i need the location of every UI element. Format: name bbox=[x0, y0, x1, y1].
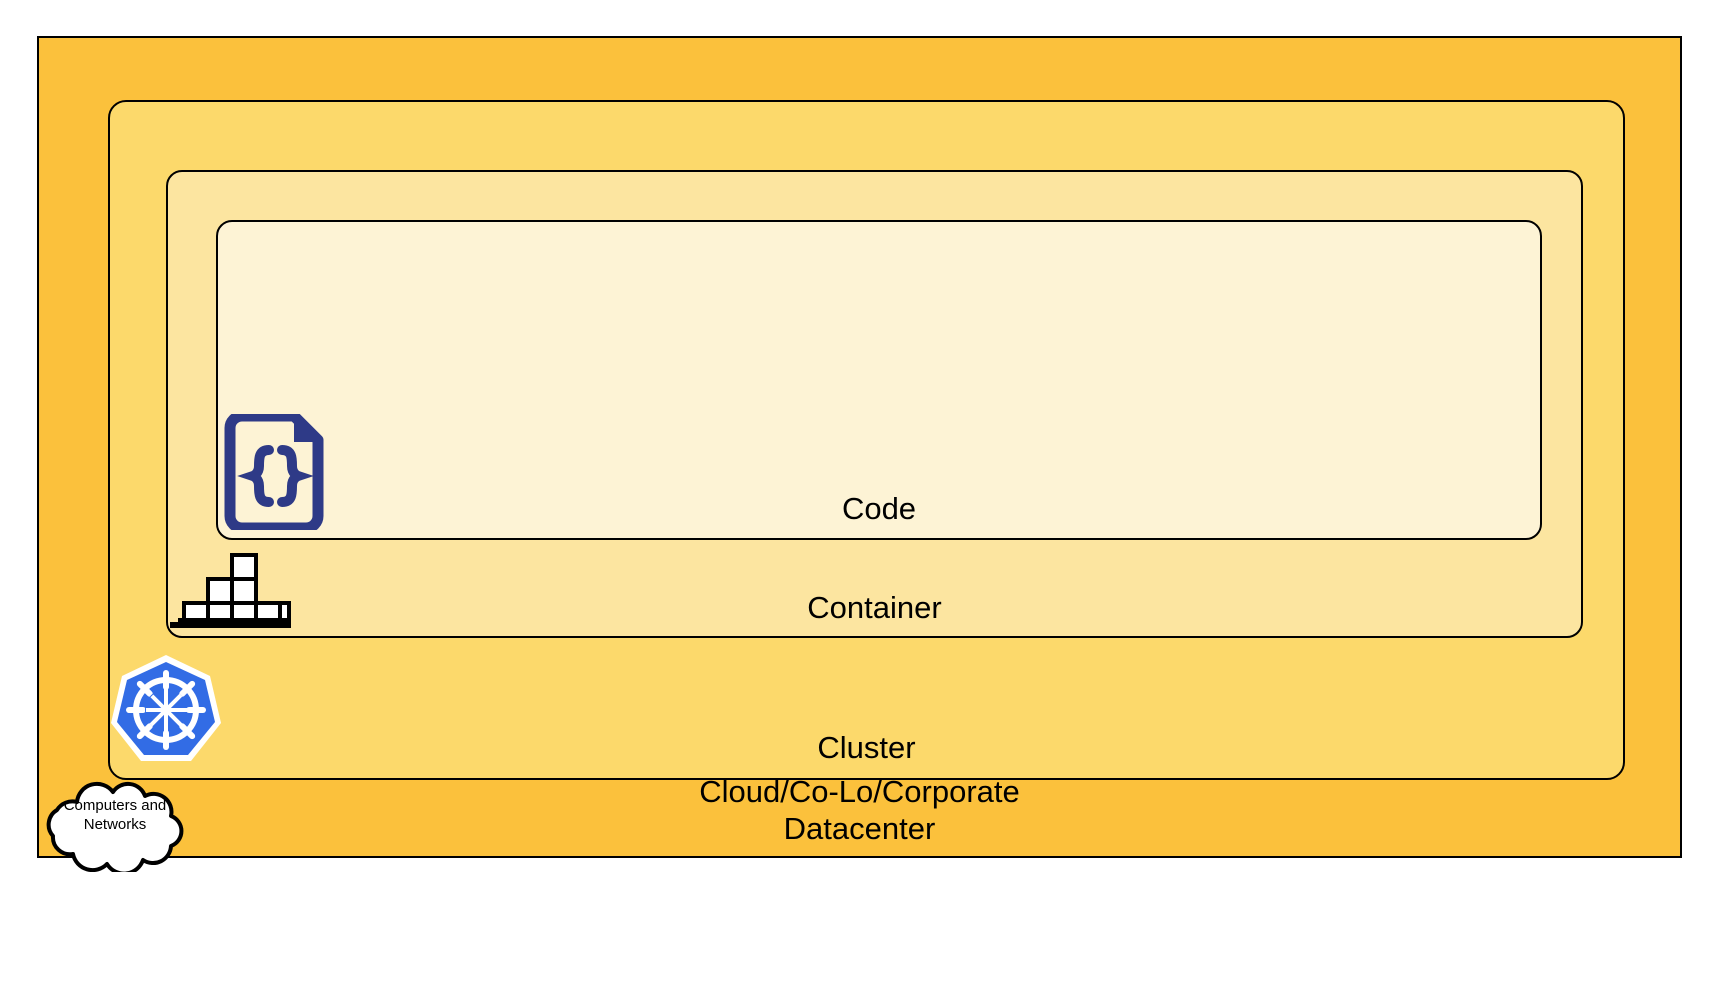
code-braces-document-icon bbox=[222, 410, 326, 534]
computers-and-networks-cloud[interactable]: Computers and Networks bbox=[31, 774, 199, 876]
layer-cluster[interactable]: Cluster Container Code bbox=[108, 100, 1625, 780]
layer-datacenter[interactable]: Cloud/Co-Lo/Corporate Datacenter Cluster… bbox=[37, 36, 1682, 858]
layer-datacenter-label: Cloud/Co-Lo/Corporate Datacenter bbox=[699, 774, 1020, 846]
kubernetes-icon bbox=[110, 653, 222, 765]
layer-container[interactable]: Container Code bbox=[166, 170, 1583, 638]
layer-code-label: Code bbox=[841, 491, 917, 526]
layer-container-label: Container bbox=[807, 590, 942, 625]
stacked-boxes-icon bbox=[168, 552, 292, 629]
layer-cluster-label: Cluster bbox=[817, 730, 916, 765]
layer-code[interactable]: Code bbox=[216, 220, 1542, 540]
